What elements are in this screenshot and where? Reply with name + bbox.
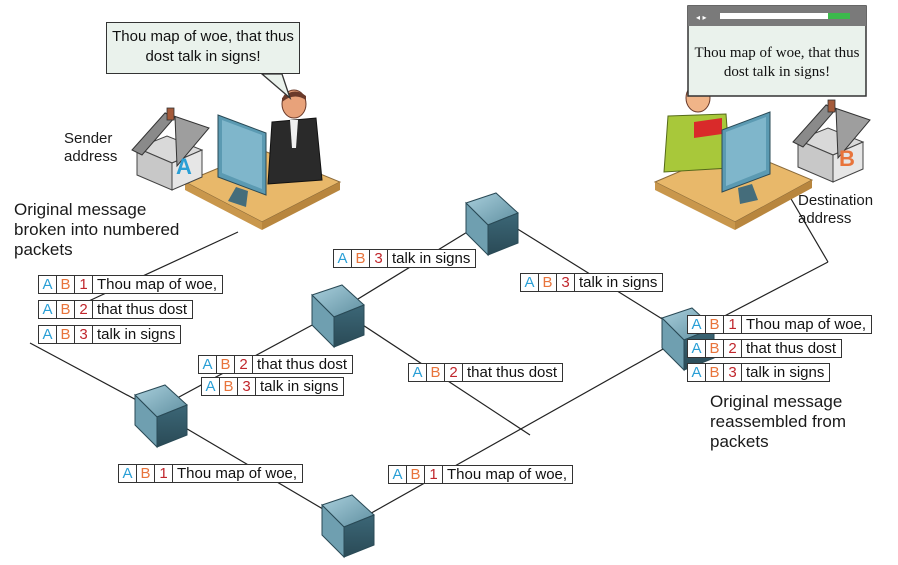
packet: A B 3 talk in signs [333,249,477,268]
packet-text: Thou map of woe, [97,276,218,293]
packet-addr-a: A [202,378,220,395]
packet: A B 1 Thou map of woe, [388,465,574,484]
browser-message: Thou map of woe, that thus dost talk in … [694,45,860,80]
packet: A B 3 talk in signs [687,363,831,382]
packet-text: talk in signs [579,274,658,291]
packet: A B 1 Thou map of woe, [38,275,224,294]
packet: A B 2 that thus dost [408,363,564,382]
packet: A B 3 talk in signs [201,377,345,396]
router-icon [465,192,519,257]
packet-addr-b: B [539,274,557,291]
packet-text: Thou map of woe, [177,465,298,482]
link-router2-router5 [349,334,689,526]
packet: A B 3 talk in signs [520,273,664,292]
house-b-letter: B [839,146,855,171]
packet-addr-b: B [407,466,425,483]
packet-addr-a: A [688,364,706,381]
person-icon [267,89,323,185]
speech-bubble: Thou map of woe, that thus dost talk in … [106,22,300,74]
sender-bubble-text: Thou map of woe, that thus dost talk in … [112,28,294,65]
packet-addr-a: A [688,316,706,333]
reassembled-label: Original message reassembled from packet… [710,392,847,452]
computer-monitor-icon [721,111,771,204]
packet-number: 1 [425,466,443,483]
packet: A B 1 Thou map of woe, [118,464,304,483]
packet-text: talk in signs [97,326,176,343]
speech-bubble-tail [260,73,292,101]
packet-addr-b: B [706,316,724,333]
packet-addr-b: B [427,364,445,381]
house-a-letter: A [176,154,192,179]
packet-number: 3 [238,378,256,395]
packet-number: 1 [724,316,742,333]
packet-number: 1 [155,465,173,482]
packet-number: 2 [445,364,463,381]
packet-addr-b: B [217,356,235,373]
packet: A B 3 talk in signs [38,325,182,344]
packet-addr-b: B [352,250,370,267]
packet: A B 2 that thus dost [38,300,194,319]
packet-addr-a: A [199,356,217,373]
sender-label: Sender address [64,130,118,165]
packet-text: that thus dost [257,356,348,373]
packet-addr-a: A [39,326,57,343]
packet-text: that thus dost [97,301,188,318]
packet-addr-a: A [389,466,407,483]
packet-number: 2 [724,340,742,357]
packet-number: 2 [235,356,253,373]
packet-text: Thou map of woe, [447,466,568,483]
packet-addr-a: A [39,276,57,293]
packet-addr-b: B [706,364,724,381]
packet-text: talk in signs [746,364,825,381]
packet-text: Thou map of woe, [746,316,867,333]
packet-addr-b: B [57,326,75,343]
packet-number: 3 [557,274,575,291]
packet-addr-a: A [39,301,57,318]
packet-number: 3 [724,364,742,381]
packet-text: that thus dost [746,340,837,357]
packet-number: 3 [75,326,93,343]
packet-number: 1 [75,276,93,293]
house-icon [131,107,210,191]
packet-addr-a: A [688,340,706,357]
packet-addr-b: B [220,378,238,395]
packet-addr-a: A [521,274,539,291]
packet-addr-b: B [57,301,75,318]
router-icon [311,284,365,349]
packet-number: 2 [75,301,93,318]
router-icon [134,384,188,449]
svg-text:◂ ▸: ◂ ▸ [696,13,707,22]
packet-text: talk in signs [392,250,471,267]
packet-addr-a: A [334,250,352,267]
packet: A B 2 that thus dost [687,339,843,358]
person-icon [663,83,731,173]
packet: A B 1 Thou map of woe, [687,315,873,334]
router-icon [321,494,375,559]
packet-addr-b: B [706,340,724,357]
packet-addr-b: B [57,276,75,293]
packet: A B 2 that thus dost [198,355,354,374]
house-icon [792,99,871,183]
packet-text: talk in signs [260,378,339,395]
computer-monitor-icon [217,114,267,207]
packet-addr-b: B [137,465,155,482]
packet-number: 3 [370,250,388,267]
link-sender-router1 [29,342,156,411]
destination-label: Destination address [798,192,874,227]
original-message-label: Original message broken into numbered pa… [14,200,180,260]
packet-text: that thus dost [467,364,558,381]
browser-window-icon: ◂ ▸ [687,5,867,97]
packet-addr-a: A [409,364,427,381]
packet-addr-a: A [119,465,137,482]
